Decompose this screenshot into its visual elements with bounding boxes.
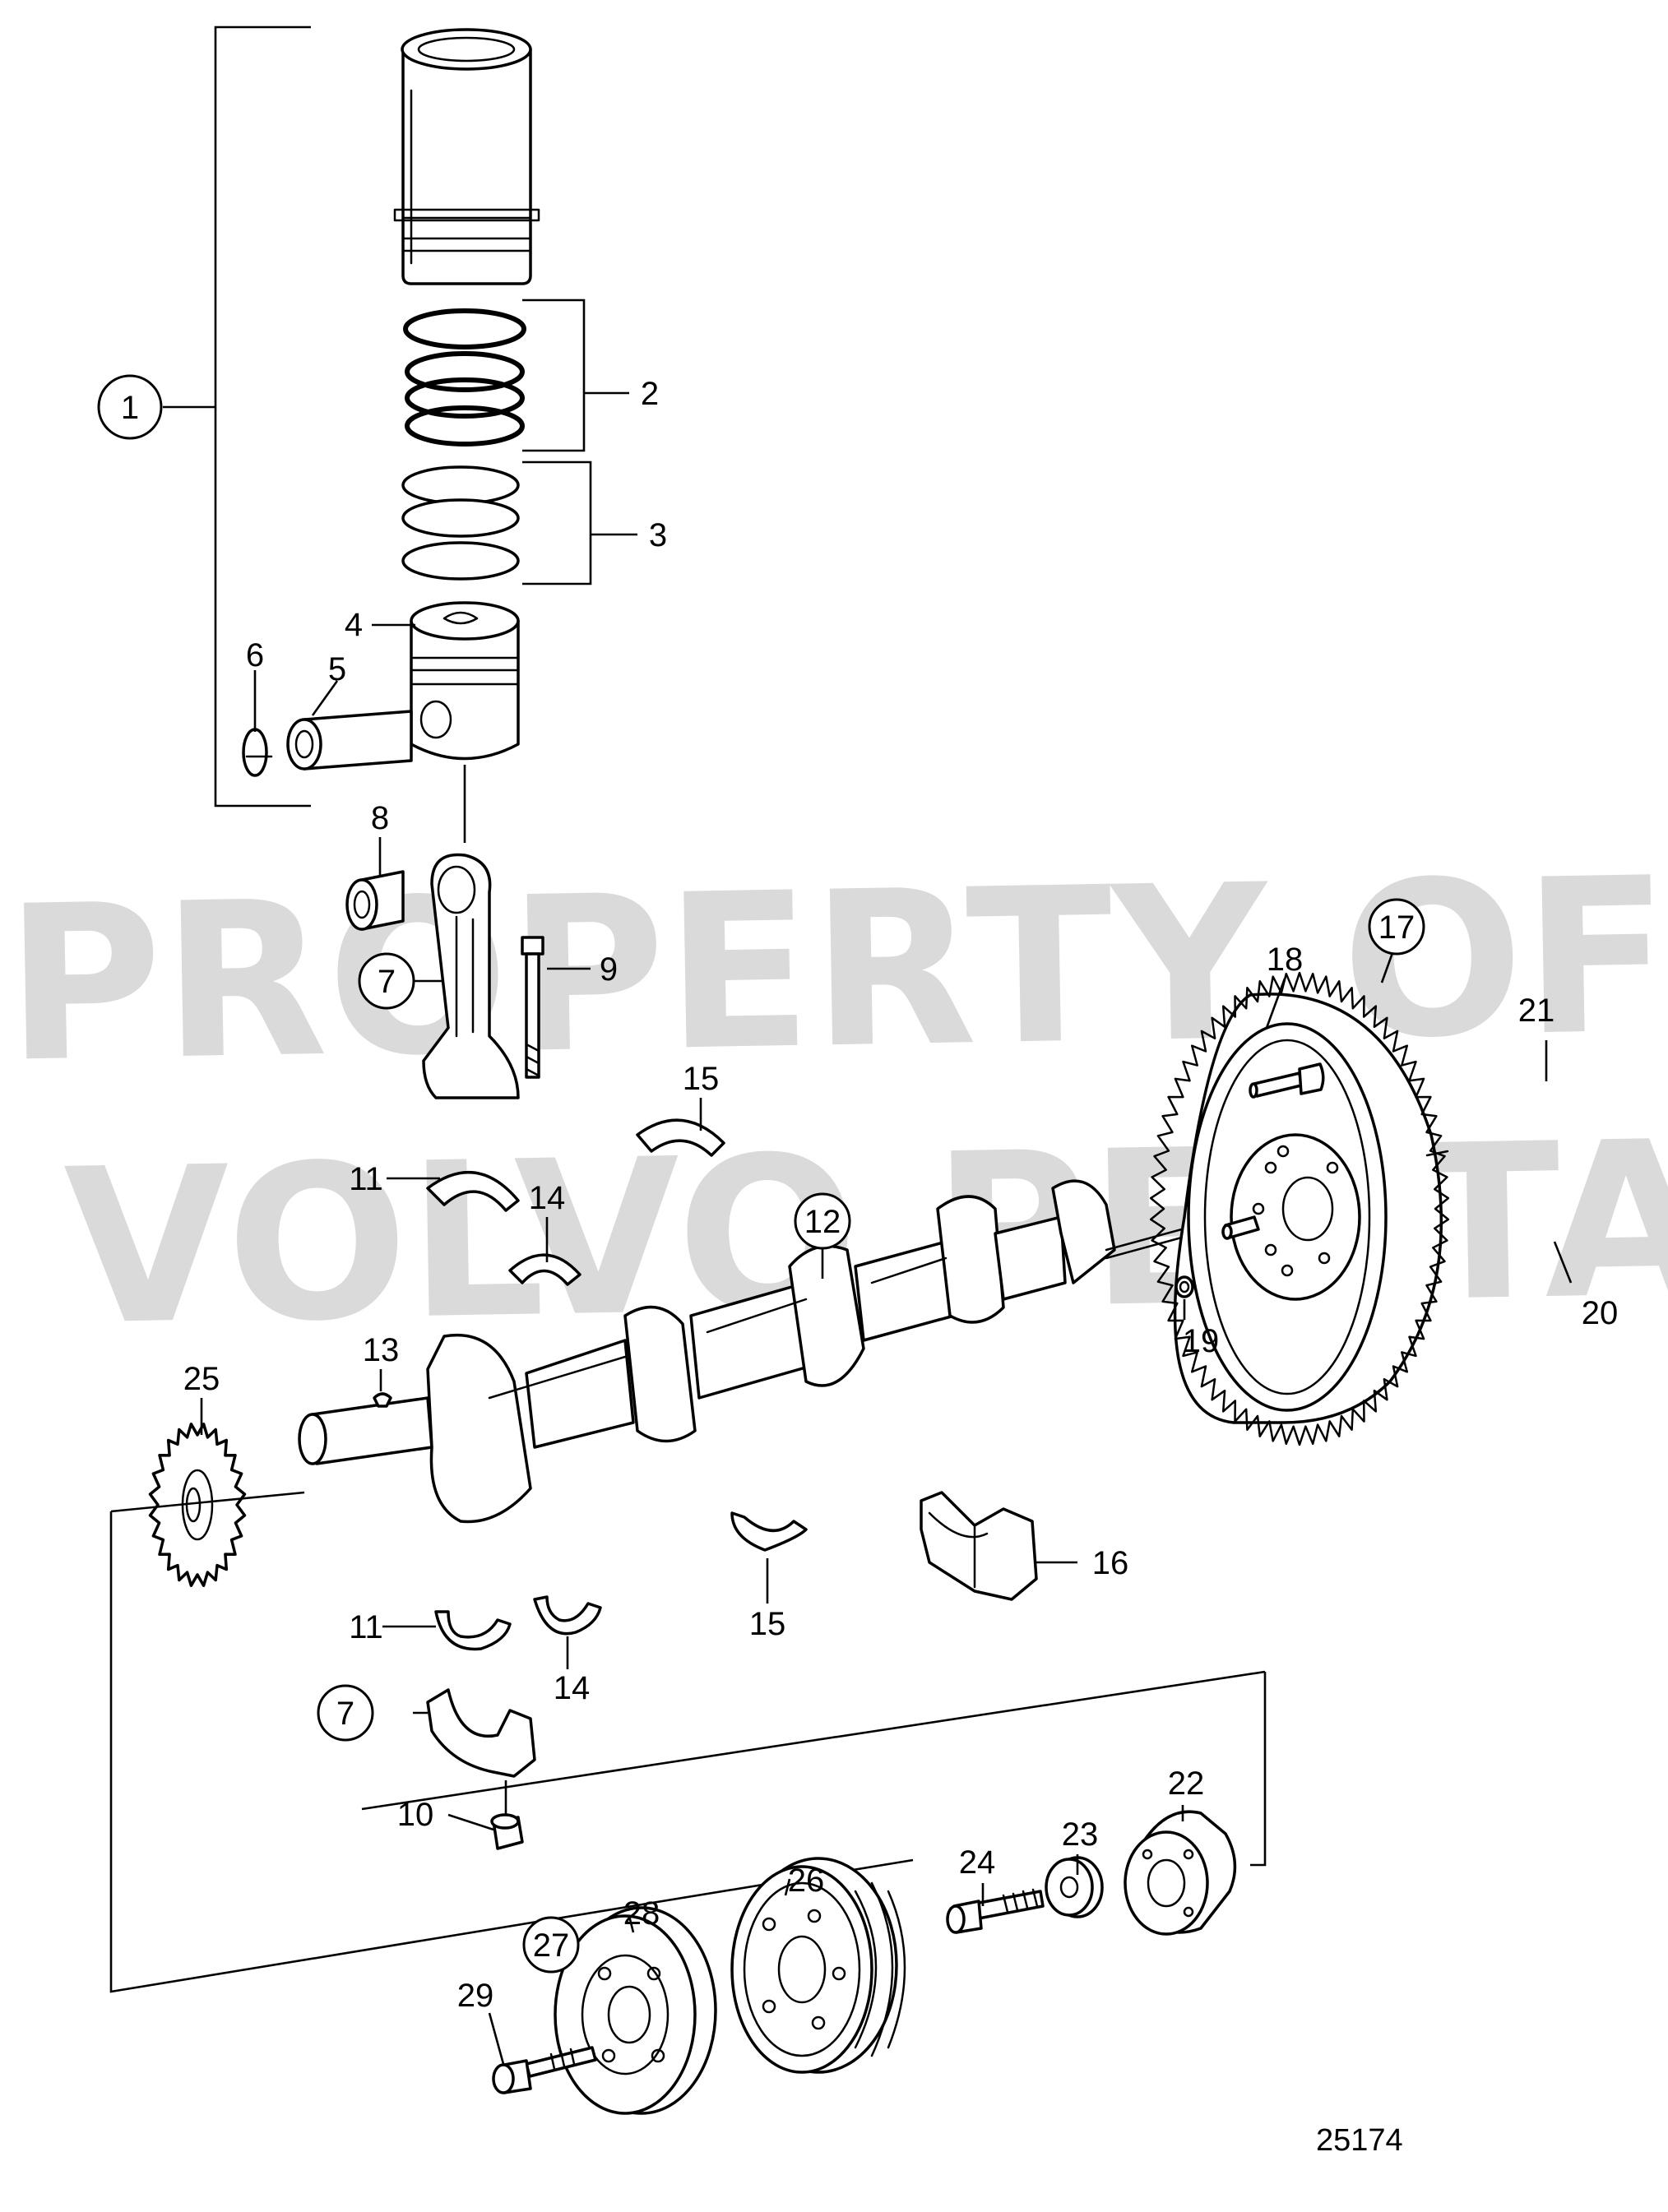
callout-12: 12: [794, 1192, 851, 1250]
callout-4-text: 4: [345, 607, 363, 643]
circlip: [242, 728, 273, 777]
flywheel: [1173, 993, 1449, 1424]
vibration-damper: [554, 1906, 717, 2115]
callout-17: 17: [1368, 898, 1425, 956]
callout-labels: 1 2 3 4 5 6 7 7 8 9 10 11 11 12 13 14 14…: [97, 374, 1619, 2014]
oil-rings: [401, 460, 637, 585]
callout-22-text: 22: [1168, 1765, 1205, 1802]
pilot-bearing: [1175, 1275, 1194, 1298]
cylinder-liner: [393, 28, 540, 285]
front-assembly-bracket: [109, 1491, 1267, 1993]
callout-12-text: 12: [804, 1204, 841, 1240]
crank-pulley: [730, 1857, 906, 2074]
bearing-shell-upper-11: [426, 1170, 520, 1212]
callout-28-text: 28: [623, 1895, 660, 1932]
callout-15a-text: 15: [683, 1061, 720, 1097]
callout-17-text: 17: [1378, 909, 1415, 946]
crankshaft-gear: [148, 1423, 247, 1587]
callout-10-text: 10: [397, 1797, 434, 1833]
connecting-rod: [422, 853, 520, 1099]
callout-11b-text: 11: [349, 1609, 383, 1645]
damper-screw: [492, 2046, 597, 2094]
crankshaft-key: [373, 1392, 392, 1408]
main-bearing-cap: [920, 1491, 1038, 1601]
bearing-shell-lower-11: [434, 1610, 512, 1651]
small-end-bushing: [345, 870, 405, 931]
crankshaft: [298, 1179, 1198, 1524]
rod-bolt: [521, 936, 544, 1079]
callout-13-text: 13: [363, 1332, 400, 1368]
ring-gear: [1149, 971, 1450, 1446]
callout-29-text: 29: [457, 1978, 494, 2014]
callout-18-text: 18: [1267, 942, 1304, 978]
callout-9-text: 9: [600, 951, 618, 988]
flywheel-bolt: [1249, 1062, 1325, 1099]
callout-3-text: 3: [649, 517, 667, 553]
rod-nut: [490, 1813, 524, 1850]
callout-7a-text: 7: [378, 964, 396, 1000]
callout-7b-text: 7: [336, 1696, 354, 1732]
piston: [410, 601, 520, 843]
thrust-washer: [1045, 1856, 1104, 1918]
document-number: 25174: [1316, 2123, 1403, 2158]
watermark-line1: PROPERTY OF: [3, 832, 1668, 1109]
callout-21-text: 21: [1518, 993, 1555, 1029]
callout-27: 27: [522, 1916, 580, 1974]
callout-6-text: 6: [246, 637, 264, 673]
callout-7a: 7: [358, 952, 415, 1010]
bearing-shell-upper-14: [508, 1253, 581, 1286]
bearing-shell-lower-14: [533, 1595, 602, 1636]
bearing-shell-lower-15: [730, 1511, 808, 1552]
callout-23-text: 23: [1062, 1816, 1099, 1853]
callout-25-text: 25: [183, 1361, 220, 1397]
callout-2-text: 2: [641, 376, 659, 412]
rod-cap: [426, 1688, 536, 1821]
callout-7b: 7: [317, 1684, 374, 1742]
callout-8-text: 8: [371, 800, 389, 836]
callout-1: 1: [97, 374, 163, 440]
leader-lines: [200, 623, 1573, 2065]
callout-26-text: 26: [788, 1863, 825, 1899]
callout-5-text: 5: [328, 651, 346, 687]
piston-pin: [286, 710, 413, 770]
callout-11a-text: 11: [349, 1161, 383, 1197]
compression-rings: [403, 298, 629, 452]
crank-hub: [1124, 1810, 1237, 1936]
callout-19-text: 19: [1183, 1323, 1220, 1359]
damper-bolt: [946, 1888, 1045, 1934]
piston-kit-bracket: [163, 25, 311, 808]
callout-15b-text: 15: [749, 1606, 786, 1642]
callout-16-text: 16: [1092, 1545, 1129, 1581]
callout-1-text: 1: [121, 390, 139, 426]
callout-20-text: 20: [1582, 1295, 1619, 1331]
callout-14b-text: 14: [554, 1670, 591, 1706]
callout-24-text: 24: [959, 1844, 996, 1881]
bearing-shell-upper-15: [636, 1118, 725, 1157]
callout-14a-text: 14: [529, 1180, 566, 1216]
callout-27-text: 27: [533, 1927, 570, 1964]
dowel-pin: [1221, 1215, 1260, 1240]
